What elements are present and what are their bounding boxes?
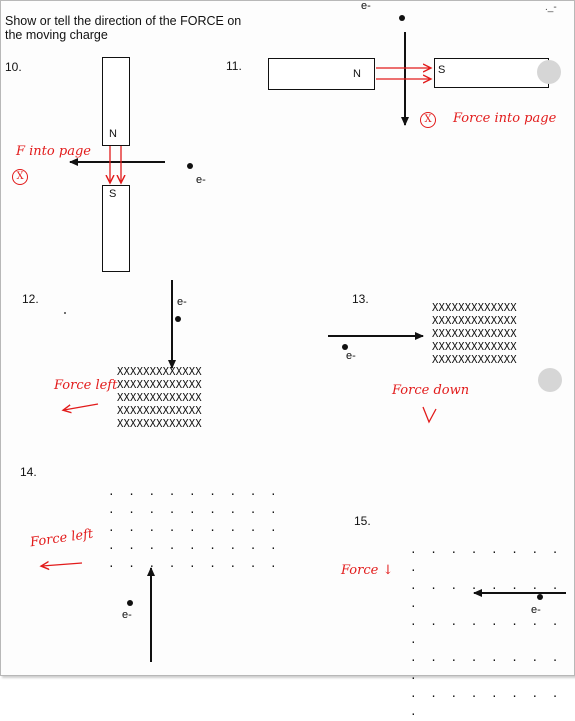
problem-11-north-label: N xyxy=(353,68,361,80)
problem-14-field-out-of-page: . . . . . . . . . . . . . . . . . . . . … xyxy=(108,483,280,573)
problem-12-force-arrow xyxy=(64,403,99,410)
field-row: . . . . . . . . . xyxy=(410,615,562,646)
problem-12-answer: Force left xyxy=(54,378,118,393)
field-row: XXXXXXXXXXXXX xyxy=(117,392,202,404)
problem-10-electron-label: e- xyxy=(196,174,206,186)
problem-14-electron xyxy=(127,600,133,606)
field-row: XXXXXXXXXXXXX xyxy=(432,354,517,366)
field-row: XXXXXXXXXXXXX xyxy=(432,341,517,353)
problem-11-magnet-north: N xyxy=(268,58,375,90)
problem-10-number: 10. xyxy=(5,60,22,74)
problem-10-into-page-symbol: X xyxy=(12,169,28,185)
field-row: . . . . . . . . . xyxy=(108,557,281,570)
problem-13-field-into-page: XXXXXXXXXXXXX XXXXXXXXXXXXX XXXXXXXXXXXX… xyxy=(432,302,517,367)
scan-shadow xyxy=(538,368,562,392)
problem-10-magnet-north: N xyxy=(102,57,130,146)
diagram-drawings xyxy=(0,15,566,662)
field-row: XXXXXXXXXXXXX xyxy=(117,366,202,378)
problem-11-south-label: S xyxy=(438,64,446,76)
field-row: . . . . . . . . . xyxy=(410,687,562,718)
problem-15-electron xyxy=(537,594,543,600)
problem-15-electron-label: e- xyxy=(531,604,541,616)
field-row: . . . . . . . . . xyxy=(108,521,281,534)
problem-12-electron-label: e- xyxy=(177,296,187,308)
problem-13-number: 13. xyxy=(352,292,369,306)
problem-13-answer: Force down xyxy=(392,383,470,398)
problem-10-answer: F into page xyxy=(16,144,91,159)
field-row: XXXXXXXXXXXXX xyxy=(117,418,202,430)
problem-13-electron-label: e- xyxy=(346,350,356,362)
problem-11-magnet-south: S xyxy=(434,58,549,88)
field-row: XXXXXXXXXXXXX xyxy=(117,379,202,391)
problem-11-into-page-symbol: X xyxy=(420,112,436,128)
problem-14-electron-label: e- xyxy=(122,609,132,621)
problem-11-answer: Force into page xyxy=(453,111,557,126)
problem-15-answer: Force ↓ xyxy=(341,563,394,578)
field-row: XXXXXXXXXXXXX xyxy=(432,302,517,314)
field-row: . . . . . . . . . xyxy=(108,539,281,552)
field-row: . . . . . . . . . xyxy=(108,485,281,498)
instructions-text: Show or tell the direction of the FORCE … xyxy=(5,14,242,42)
problem-12-electron xyxy=(175,316,181,322)
problem-14-force-arrow xyxy=(42,563,83,566)
corner-mark: ._- xyxy=(545,2,557,13)
top-electron-label: e- xyxy=(361,0,371,12)
speck xyxy=(64,312,66,314)
scan-shadow xyxy=(537,60,561,84)
problem-15-number: 15. xyxy=(354,514,371,528)
field-row: . . . . . . . . . xyxy=(410,543,562,574)
field-row: XXXXXXXXXXXXX xyxy=(432,328,517,340)
field-row: XXXXXXXXXXXXX xyxy=(117,405,202,417)
problem-12-number: 12. xyxy=(22,292,39,306)
field-row: . . . . . . . . . xyxy=(410,579,562,610)
problem-13-force-arrow xyxy=(422,406,437,424)
field-row: . . . . . . . . . xyxy=(108,503,281,516)
problem-11-electron xyxy=(399,15,405,21)
problem-10-south-label: S xyxy=(109,188,117,200)
field-row: XXXXXXXXXXXXX xyxy=(432,315,517,327)
problem-10-electron xyxy=(187,163,193,169)
problem-10-north-label: N xyxy=(109,128,117,140)
problem-14-number: 14. xyxy=(20,465,37,479)
problem-12-field-into-page: XXXXXXXXXXXXX XXXXXXXXXXXXX XXXXXXXXXXXX… xyxy=(117,366,202,431)
problem-11-number: 11. xyxy=(226,59,242,73)
problem-10-magnet-south: S xyxy=(102,185,130,272)
problem-13-electron xyxy=(342,344,348,350)
